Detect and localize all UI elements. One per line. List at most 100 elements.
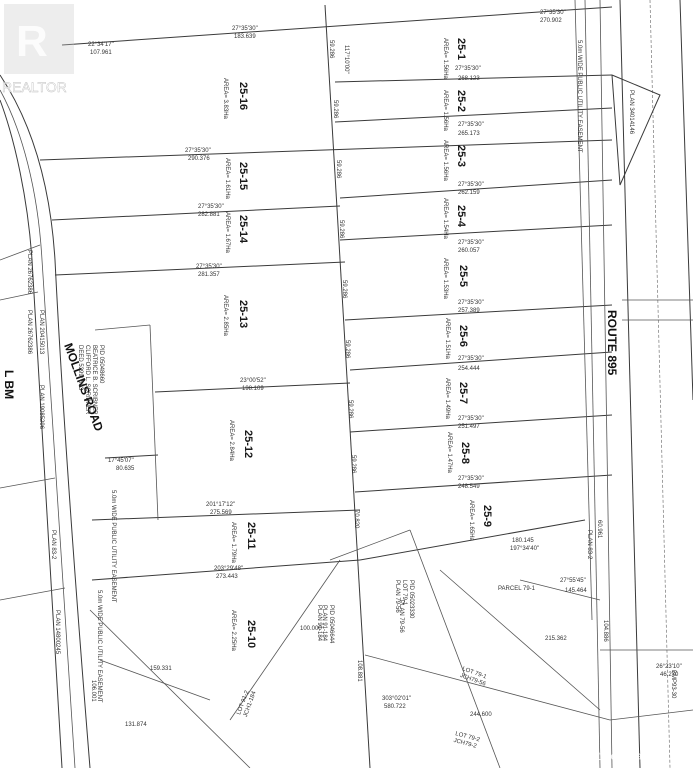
lot-area-25-4: AREA= 1.54Ha <box>442 198 448 240</box>
south-line-7 <box>364 654 611 721</box>
southern-lines <box>89 529 693 768</box>
dim-center-2: 59.286 <box>332 100 338 119</box>
division-line-12-stub <box>104 454 159 459</box>
dim-east-length-2: 268.123 <box>458 76 480 82</box>
division-line-1-2 <box>334 74 613 83</box>
pid-note-05046644: PID 05046644PLAN 91-184 <box>321 605 334 644</box>
dim-west-bearing-7: 203°29'48" <box>214 566 243 572</box>
easement-label-west-2: 5.0m WIDE PUBLIC UTILITY EASEMENT <box>96 590 102 703</box>
bottom-dimensions: 303°02'01" 580.722 244.600 108.881 106.0… <box>90 520 682 728</box>
left-line-4 <box>0 587 66 601</box>
lot-label-25-15: 25-15 <box>237 162 249 190</box>
route-895-center <box>649 0 671 768</box>
division-line-9-south <box>359 519 586 561</box>
lot-area-25-1: AREA= 1.56Ha <box>442 38 448 80</box>
north-south-lines <box>94 0 613 768</box>
dim-east-length-5: 260.057 <box>458 248 480 254</box>
south-diagonal-4 <box>409 529 501 768</box>
dim-east-length-7: 254.444 <box>458 366 480 372</box>
misc-labels: PARCEL 79-1 BMP93-30 5.0m WIDE PUBLIC UT… <box>96 40 676 703</box>
division-line-16-15 <box>39 139 613 161</box>
lot-area-25-7: AREA= 1.49Ha <box>444 378 450 420</box>
division-line-8-9 <box>354 474 613 493</box>
dim-east-length-8: 251.497 <box>458 424 480 430</box>
dim-east-length-6: 257.389 <box>458 308 480 314</box>
left-road-fragment: L BM <box>2 370 16 399</box>
left-line-3 <box>0 477 56 489</box>
dim-top-left-bearing: 22°34'17" <box>88 42 114 48</box>
dim-right-1: 60.961 <box>596 520 602 539</box>
dim-east-bearing-7: 27°35'30" <box>458 356 484 362</box>
lot-label-25-4: 25-4 <box>455 205 467 228</box>
plan-ref-4: PLAN 19085296 <box>38 385 44 430</box>
lot-label-25-6: 25-6 <box>457 325 469 347</box>
dim-bottom-bearing: 303°02'01" <box>382 696 411 702</box>
division-line-3-4 <box>339 179 613 199</box>
dim-east-bearing-9: 27°35'30" <box>458 476 484 482</box>
left-road-line-1 <box>0 244 41 261</box>
lot-label-25-1: 25-1 <box>455 38 467 60</box>
division-line-15-14 <box>51 205 341 221</box>
easement-line-east <box>584 0 601 768</box>
south-line-10 <box>609 709 693 721</box>
dim-bottom-4: 106.001 <box>90 680 96 702</box>
bm-label: BMP93-30 <box>670 670 676 699</box>
easement-label-east: 5.0m WIDE PUBLIC UTILITY EASEMENT <box>576 40 582 153</box>
dim-bottom-3: 108.881 <box>356 660 362 682</box>
lot-label-25-8: 25-8 <box>459 442 471 464</box>
dim-center-9: 70.820 <box>353 510 359 529</box>
dim-west-length-7: 273.443 <box>216 574 238 580</box>
dim-west-length-6: 275.569 <box>210 510 232 516</box>
dim-right-2: 104.886 <box>602 620 608 642</box>
dim-east-bearing-5: 27°35'30" <box>458 240 484 246</box>
south-line-8 <box>519 579 601 601</box>
lot-area-25-5: AREA= 1.53Ha <box>442 258 448 300</box>
dim-right-bearing-2: 197°34'40" <box>510 546 539 552</box>
division-line-11-10 <box>91 559 361 581</box>
plan-ref-5: PLAN 83-2 <box>50 530 56 560</box>
dim-right-bearing-3: 27°55'45" <box>560 578 586 584</box>
lot-note-79-2: LOT 79-2JCH79-2 <box>453 731 481 750</box>
dim-east-length-9: 248.549 <box>458 484 480 490</box>
dim-west-bearing-1: 27°35'30" <box>185 148 211 154</box>
dim-bottom-5: 131.874 <box>125 722 147 728</box>
lot-label-25-5: 25-5 <box>457 265 469 287</box>
dim-west-length-2: 282.881 <box>198 212 220 218</box>
plan-ref-3: PLAN 20415013 <box>38 310 44 355</box>
dim-west-bearing-4: 23°00'52" <box>240 378 266 384</box>
center-line <box>324 4 371 768</box>
triangle-parcel <box>611 74 661 186</box>
easement-label-west: 5.0m WIDE PUBLIC UTILITY EASEMENT <box>110 490 116 603</box>
division-line-7-8 <box>349 414 613 433</box>
dim-west-length-3: 281.357 <box>198 272 220 278</box>
dim-west-bearing-5: 17°45'07" <box>108 458 134 464</box>
realtor-logo-box <box>4 4 74 74</box>
lot-area-25-3: AREA= 1.56Ha <box>442 140 448 182</box>
dim-right-6: 215.362 <box>545 636 567 642</box>
lot-label-25-13: 25-13 <box>237 300 249 328</box>
lot-area-25-16: AREA= 3.83Ha <box>222 78 228 120</box>
dim-bottom-1: 580.722 <box>384 704 406 710</box>
lot-label-25-7: 25-7 <box>457 382 469 404</box>
plan-ref-10: PLAN 83-2 <box>586 530 592 560</box>
dim-west-length-5: 80.635 <box>116 466 135 472</box>
dim-center-8: 59.286 <box>350 455 356 474</box>
lot-labels: 25-1 AREA= 1.56Ha 25-2 AREA= 1.56Ha 25-3… <box>222 38 493 652</box>
south-diagonal-1 <box>89 609 251 768</box>
plan-ref-8: PLAN 91-184 <box>316 605 322 642</box>
lot-area-25-14: AREA= 1.67Ha <box>224 212 230 254</box>
lot-division-lines <box>39 6 613 581</box>
lot-area-25-11: AREA= 1.79Ha <box>230 522 236 564</box>
dim-west-length-4: 198.109 <box>242 386 264 392</box>
dim-west-bearing-2: 27°35'30" <box>198 204 224 210</box>
route-895-east-edge <box>679 0 693 401</box>
dim-right-3: 46.270 <box>660 672 679 678</box>
division-line-14-13 <box>54 261 346 276</box>
watermark-group: R REALTOR New Brunswick Real Estate Boar… <box>2 4 653 763</box>
east-lot-line <box>599 0 613 768</box>
lot-note-91-2: LOT 91-2JCH1-184 <box>236 688 258 718</box>
division-line-top <box>61 6 613 46</box>
plan-ref-9: PLAN 34014146 <box>628 90 634 135</box>
lot-area-25-6: AREA= 1.51Ha <box>444 318 450 360</box>
